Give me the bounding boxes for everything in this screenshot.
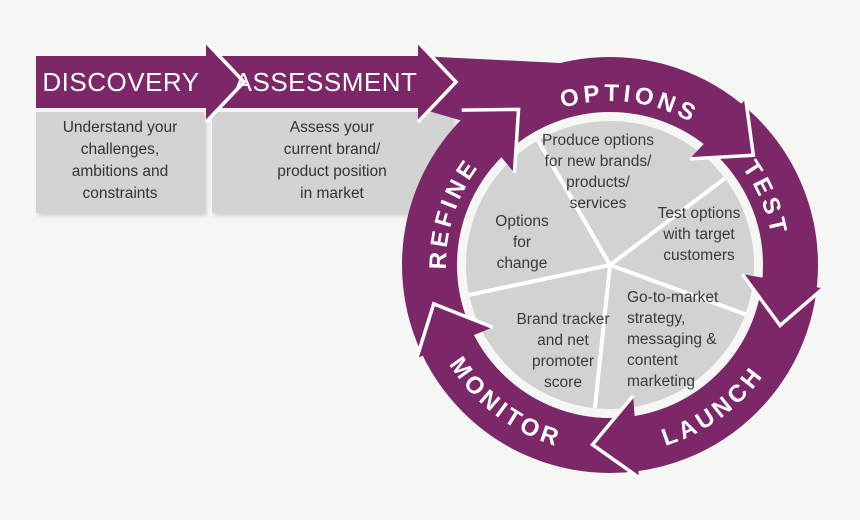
- discovery-description-box: [36, 112, 204, 213]
- refine-stage-detail: Options for change: [495, 213, 549, 272]
- arrow-ring-junction: [418, 56, 560, 130]
- assessment-description-box: [212, 112, 452, 213]
- wedge-divider-refine-options: [536, 139, 612, 267]
- wedge-divider-monitor-refine: [468, 263, 611, 297]
- assessment-step-description: Assess your current brand/ product posit…: [277, 119, 387, 202]
- cycle-arrowheads: [415, 98, 825, 479]
- arrowhead-monitor-to-refine: [415, 301, 494, 359]
- arrowhead-refine-to-options: [461, 107, 521, 173]
- monitor-stage-detail: Brand tracker and net promoter score: [516, 311, 610, 391]
- wedge-divider-launch-monitor: [592, 264, 612, 409]
- assessment-step-label: ASSESSMENT: [234, 66, 418, 97]
- discovery-arrowhead: [204, 40, 247, 124]
- assessment-arrowhead: [416, 40, 459, 124]
- discovery-arrow-band: [36, 56, 206, 108]
- arrowhead-options-to-test: [689, 98, 756, 161]
- discovery-step-description: Understand your challenges, ambitions an…: [62, 119, 178, 202]
- arrowhead-test-to-launch: [741, 273, 825, 329]
- arrowhead-launch-to-monitor: [589, 394, 640, 479]
- discovery-step-label: DISCOVERY: [42, 66, 200, 97]
- wedge-divider-test-launch: [609, 263, 746, 317]
- launch-stage-detail: Go-to-market strategy, messaging & conte…: [627, 289, 719, 390]
- options-stage-detail: Produce options for new brands/ products…: [541, 132, 655, 212]
- wedge-divider-options-test: [608, 176, 727, 267]
- test-stage-detail: Test options with target customers: [657, 205, 741, 264]
- wedge-dividers: [468, 139, 746, 409]
